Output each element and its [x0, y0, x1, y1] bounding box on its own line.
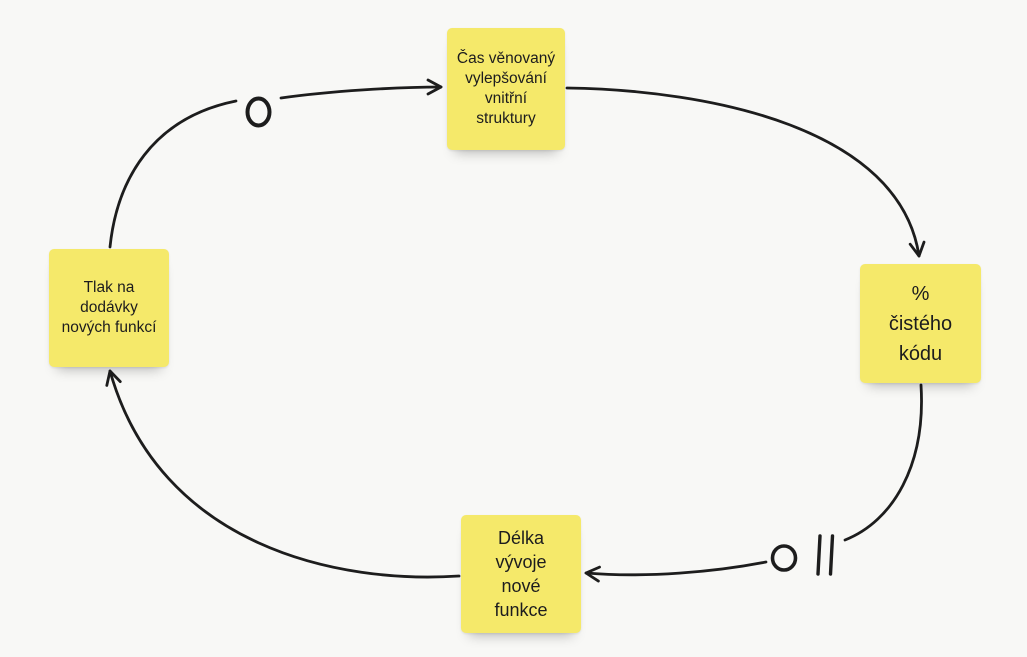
sticky-note-label: Tlak na dodávky nových funkcí — [61, 279, 157, 336]
link-top-to-right[interactable] — [565, 86, 926, 258]
delay-mark[interactable] — [816, 534, 835, 576]
sticky-note-label: Délka vývoje nové funkce — [494, 528, 548, 620]
link-left-to-top[interactable] — [108, 78, 443, 249]
link-left-to-top-segment-a[interactable] — [108, 99, 238, 249]
polarity-o-mark-top[interactable] — [245, 96, 272, 128]
link-bottom-to-left[interactable] — [105, 369, 461, 579]
link-right-to-bottom-segment-b[interactable] — [584, 560, 768, 583]
sticky-note-label: % čistého kódu — [888, 282, 953, 365]
sticky-note-delivery-pressure[interactable]: Tlak na dodávky nových funkcí — [49, 249, 169, 367]
polarity-o-mark-bottom[interactable] — [770, 544, 798, 572]
sticky-note-percent-clean-code[interactable]: % čistého kódu — [860, 264, 981, 383]
sticky-note-label: Čas věnovaný vylepšování vnitřní struktu… — [456, 50, 556, 127]
link-right-to-bottom-segment-a[interactable] — [843, 383, 923, 542]
link-right-to-bottom[interactable] — [584, 383, 923, 583]
link-left-to-top-segment-b[interactable] — [279, 78, 443, 100]
sticky-note-feature-dev-length[interactable]: Délka vývoje nové funkce — [461, 515, 581, 633]
sticky-note-time-improving-structure[interactable]: Čas věnovaný vylepšování vnitřní struktu… — [447, 28, 565, 150]
